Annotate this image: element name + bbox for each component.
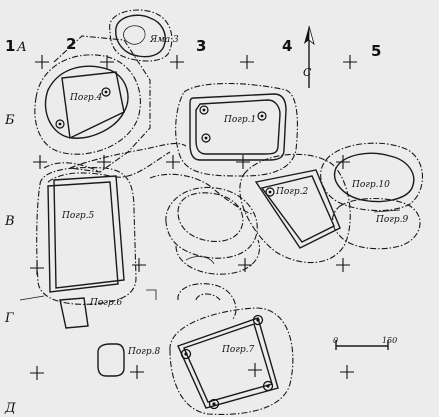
grave-10-outline [320, 142, 423, 212]
pit-3-outline [109, 9, 173, 62]
grave-5-label: Погр.5 [61, 211, 94, 221]
grave-10-label: Погр.10 [351, 180, 390, 190]
column-label-4: 4 [282, 37, 292, 55]
column-label-5: 5 [371, 42, 381, 60]
connecting-contour-1 [69, 142, 187, 169]
north-arrow-icon [304, 25, 315, 88]
grave-7-outline [169, 283, 294, 415]
row-label-v: В [4, 214, 15, 229]
pit-3-label: Яма 3 [149, 35, 179, 45]
grave-8-label: Погр.8 [127, 347, 160, 357]
grave-4-outline [34, 35, 151, 173]
grave-1-outline [175, 83, 298, 177]
column-label-3: 3 [196, 37, 206, 55]
grave-4-label: Погр.4 [69, 93, 102, 103]
grave-9-label: Погр.9 [375, 215, 408, 225]
column-label-1: 1 [5, 37, 15, 55]
grave-2-outline [239, 153, 351, 264]
grid-crosses [30, 55, 357, 380]
connecting-contour-3 [149, 173, 253, 215]
scale-start-label: 0 [333, 336, 338, 345]
scale-bar [335, 340, 389, 350]
row-label-a: А [16, 40, 27, 55]
grave-9-outline [331, 198, 421, 250]
grave-6-label: Погр.6 [89, 298, 122, 308]
row-label-g: Г [4, 311, 14, 326]
north-label: С [303, 66, 312, 79]
grave-7-label: Погр.7 [221, 345, 254, 355]
grave-1-label: Погр.1 [223, 115, 256, 125]
grave-2-label: Погр.2 [275, 187, 308, 197]
row-label-d: Д [4, 401, 16, 416]
grave-6-outline [19, 289, 157, 329]
lower-contours [165, 186, 260, 275]
row-label-b: Б [4, 113, 15, 128]
column-label-2: 2 [66, 35, 76, 53]
grave-8-outline [97, 343, 125, 377]
grave-5-outline [36, 162, 137, 305]
scale-end-label: 150 [382, 336, 397, 345]
